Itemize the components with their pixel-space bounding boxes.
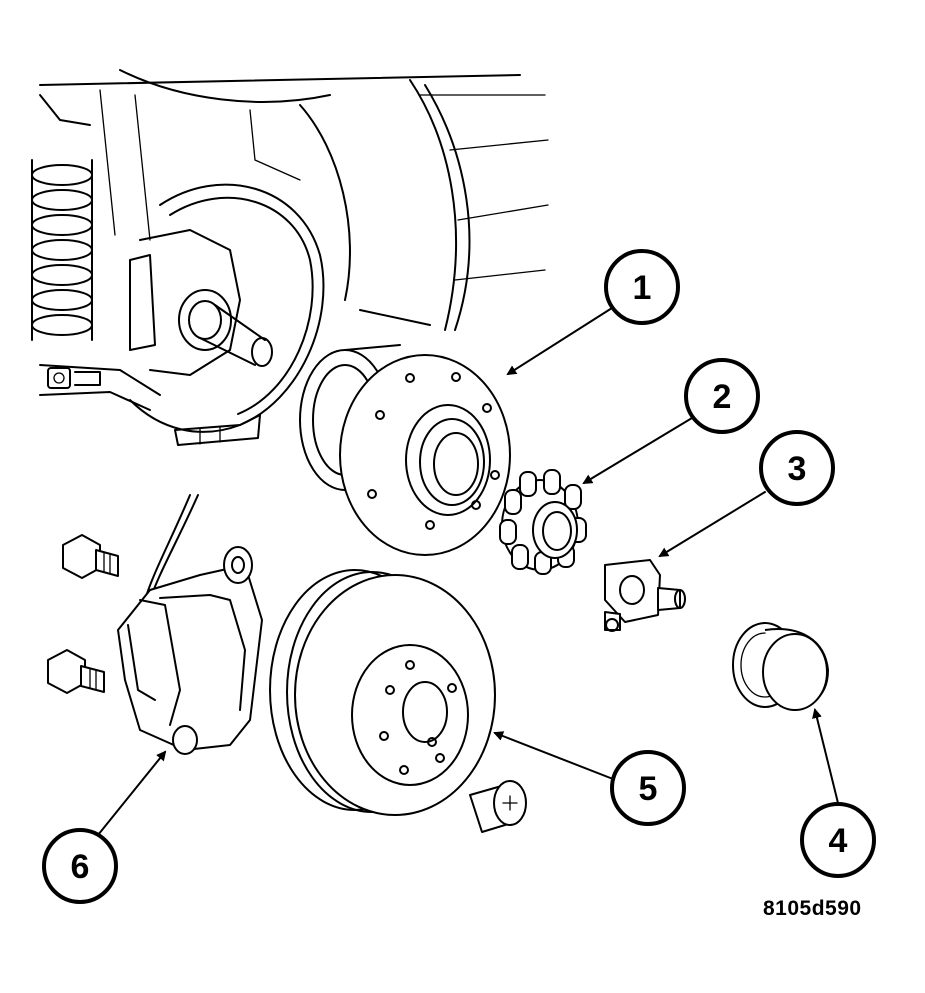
circle-number-icon	[800, 802, 876, 878]
circle-number-icon	[759, 430, 835, 506]
callout-5: 5	[610, 750, 686, 826]
callout-4: 4	[800, 802, 876, 878]
figure-id: 8105d590	[763, 897, 862, 920]
circle-number-icon	[42, 828, 118, 904]
rotor-screw	[469, 780, 527, 833]
wheel-speed-sensor	[604, 559, 686, 632]
brake-rotor	[269, 569, 496, 816]
svg-text:4: 4	[829, 822, 848, 860]
grease-cap	[732, 622, 829, 711]
callout-2: 2	[684, 358, 760, 434]
steering-knuckle-dust-shield	[129, 183, 325, 446]
coil-spring	[31, 89, 151, 341]
circle-number-icon	[604, 249, 680, 325]
lower-control-arm	[39, 364, 161, 411]
arrow-icon	[812, 708, 839, 804]
caliper-bolt-upper	[62, 534, 119, 579]
arrow-icon	[97, 750, 167, 836]
callout-6: 6	[42, 828, 118, 904]
arrow-icon	[506, 307, 613, 376]
svg-text:3: 3	[788, 450, 807, 488]
callout-1: 1	[604, 249, 680, 325]
arrow-icon	[493, 731, 614, 780]
brake-caliper	[117, 494, 263, 755]
svg-text:1: 1	[633, 269, 652, 307]
fender-wheel-well	[39, 69, 549, 331]
svg-text:6: 6	[71, 848, 90, 886]
circle-number-icon	[610, 750, 686, 826]
wheel-bearing	[499, 469, 587, 575]
caliper-bolt-lower	[47, 649, 105, 694]
circle-number-icon	[684, 358, 760, 434]
leader-arrows	[97, 307, 839, 836]
svg-text:5: 5	[639, 770, 658, 808]
svg-text:2: 2	[713, 378, 732, 416]
arrow-icon	[582, 417, 693, 485]
callout-3: 3	[759, 430, 835, 506]
arrow-icon	[658, 491, 766, 558]
hub-bearing-assembly	[299, 344, 511, 556]
